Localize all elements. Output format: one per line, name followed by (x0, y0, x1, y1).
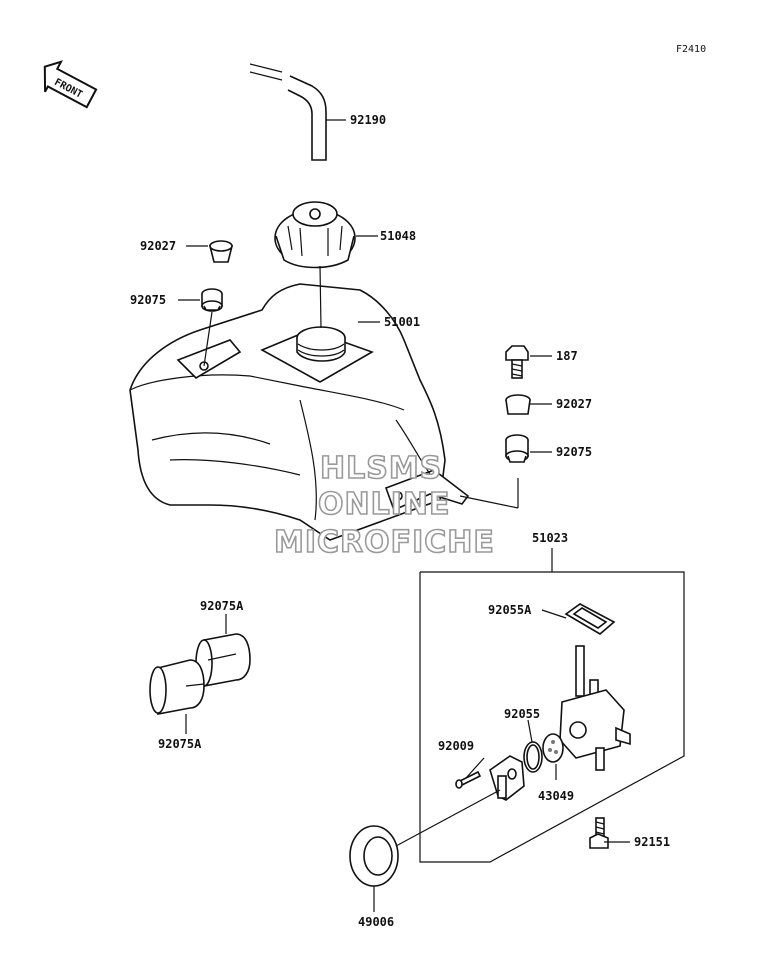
callout-51023: 51023 (532, 531, 568, 545)
lever-plate (489, 755, 525, 801)
grommet-right (505, 434, 529, 463)
callout-92055: 92055 (504, 707, 540, 721)
callout-92151: 92151 (634, 835, 670, 849)
rubber-damper-top (195, 633, 251, 687)
rubber-damper-bottom (149, 659, 205, 715)
gasket-92055A (564, 603, 616, 635)
watermark-line-2: ONLINE (318, 487, 451, 522)
filter-43049 (542, 733, 564, 763)
callout-92075A-top: 92075A (200, 599, 244, 613)
screw-92009 (455, 770, 482, 789)
bushing-left (208, 240, 234, 263)
callout-labels: 92190 51048 92027 92075 51001 187 92027 … (130, 113, 670, 929)
callout-92009: 92009 (438, 739, 474, 753)
callout-51048: 51048 (380, 229, 416, 243)
callout-92075A-bottom: 92075A (158, 737, 202, 751)
watermark: HLSMS ONLINE MICROFICHE (273, 450, 495, 561)
seal-49006 (349, 825, 399, 887)
bushing-right (505, 394, 531, 415)
figure-code: F2410 (676, 44, 706, 55)
o-ring-92055 (523, 741, 543, 773)
callout-43049: 43049 (538, 789, 574, 803)
watermark-line-3: MICROFICHE (274, 525, 495, 560)
callout-92055A: 92055A (488, 603, 532, 617)
callout-51001: 51001 (384, 315, 420, 329)
callout-92190: 92190 (350, 113, 386, 127)
callout-49006: 49006 (358, 915, 394, 929)
vent-hose (249, 63, 327, 161)
grommet-left (201, 288, 223, 312)
callout-92027-right: 92027 (556, 397, 592, 411)
fuel-cock-bracket (419, 571, 685, 863)
bolt-92151 (589, 817, 609, 849)
front-arrow-icon: FRONT (43, 60, 98, 109)
leader-lines (178, 119, 630, 912)
callout-187: 187 (556, 349, 578, 363)
fuel-tank (129, 283, 470, 541)
fuel-cock (559, 645, 631, 771)
watermark-line-1: HLSMS (320, 451, 442, 486)
callout-92075-left: 92075 (130, 293, 166, 307)
callout-92075-right: 92075 (556, 445, 592, 459)
bolt-187 (505, 345, 529, 379)
fuel-cap (274, 201, 356, 269)
callout-92027-left: 92027 (140, 239, 176, 253)
